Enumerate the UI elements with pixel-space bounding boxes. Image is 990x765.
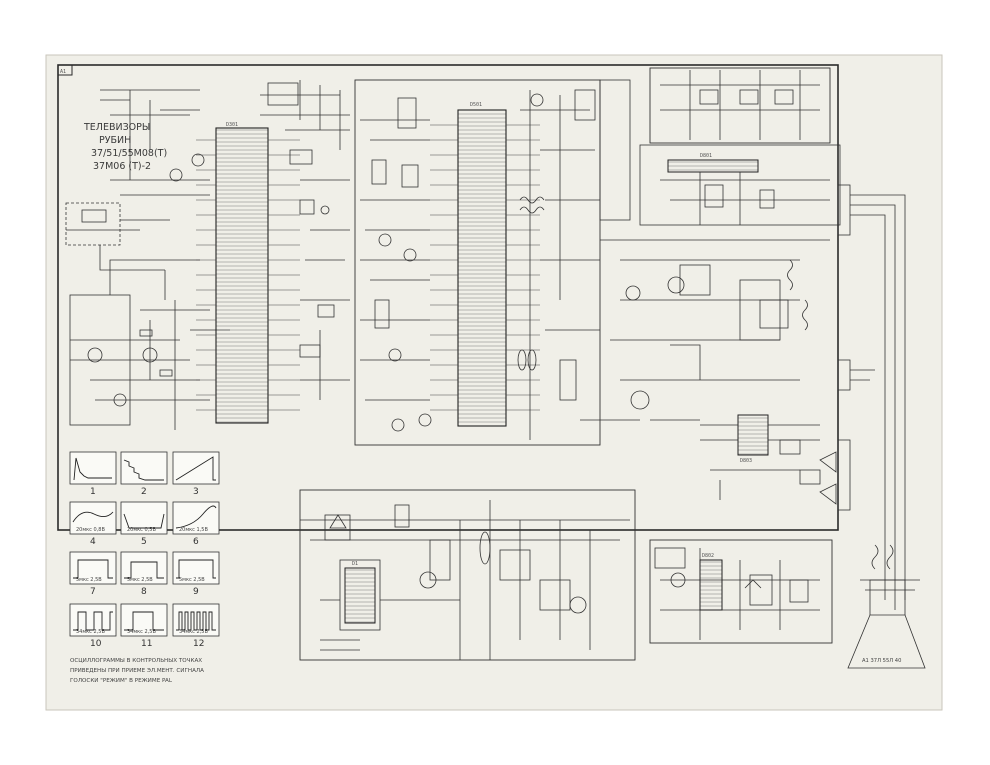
oscillogram-caption-9: 5мкс 2,5В (179, 577, 205, 583)
oscillogram-frame-11 (120, 603, 168, 637)
oscillogram-frame-8 (120, 551, 168, 585)
ic-d802: D802 (699, 553, 723, 611)
oscillogram-frame-12 (172, 603, 220, 637)
oscillogram-caption-4: 20мкс 0,8В (76, 527, 105, 533)
oscillogram-caption-11: 34мкс 2,5В (127, 629, 156, 635)
crt-tube (847, 544, 926, 669)
oscillogram-frame-1 (69, 451, 117, 485)
oscillogram-number-6: 6 (193, 537, 199, 547)
top-left-circuitry (260, 80, 350, 400)
ic-d803: D803 (737, 414, 769, 464)
oscillogram-frame-2 (120, 451, 168, 485)
oscillogram-waveform-2 (123, 459, 164, 481)
oscillogram-waveform-8 (124, 561, 164, 579)
oscillogram-waveform-1 (73, 457, 112, 481)
sheet-label: А1 (60, 69, 66, 75)
crt-label: А1 37Л 55Л 40 (862, 658, 901, 664)
oscillogram-waveform-11 (124, 611, 164, 631)
oscillogram-caption-6: 20мкс 1,5В (179, 527, 208, 533)
title-line-1: ТЕЛЕВИЗОРЫ (83, 122, 150, 133)
oscillogram-number-4: 4 (90, 537, 96, 547)
ic-d1: D1 (344, 561, 376, 624)
oscillogram-waveform-3 (175, 456, 216, 481)
oscillogram-waveform-4 (72, 511, 114, 523)
note-line-3: ГОЛОСКИ "РЕЖИМ" В РЕЖИМЕ PAL (70, 678, 173, 684)
oscillogram-frame-4 (69, 501, 117, 535)
audio-circuitry (700, 424, 821, 500)
oscillogram-number-3: 3 (193, 487, 199, 497)
ic-d301-pins (196, 139, 300, 411)
oscillogram-waveform-5 (123, 513, 165, 529)
sheet-label-box (57, 64, 73, 76)
ic-d501: D501 (457, 102, 507, 427)
right-connectors (819, 184, 906, 610)
oscillogram-waveform-12 (176, 611, 216, 631)
top-right-circuitry (599, 67, 831, 221)
title-line-2: РУБИН (99, 135, 131, 146)
oscillogram-frame-5 (120, 501, 168, 535)
oscillogram-number-10: 10 (90, 639, 102, 649)
ic-d801: D801 (667, 153, 759, 173)
oscillogram-frame-9 (172, 551, 220, 585)
oscillogram-number-9: 9 (193, 587, 199, 597)
oscillogram-waveform-10 (73, 611, 113, 631)
ic-d803-label: D803 (740, 458, 752, 464)
oscillogram-number-1: 1 (90, 487, 96, 497)
oscillogram-waveform-9 (176, 559, 216, 579)
oscillogram-number-12: 12 (193, 639, 204, 649)
sheet-border (57, 64, 839, 531)
ic-d1-label: D1 (352, 561, 358, 567)
ic-d301: D301 (215, 122, 269, 424)
power-supply (299, 489, 636, 661)
oscillogram-number-2: 2 (141, 487, 147, 497)
oscillogram-number-11: 11 (141, 639, 152, 649)
ic-d801-label: D801 (700, 153, 712, 159)
oscillogram-number-5: 5 (141, 537, 147, 547)
oscillogram-caption-10: 34мкс 2,5В (76, 629, 105, 635)
tuner-section (65, 89, 210, 300)
center-circuitry (354, 79, 601, 446)
oscillogram-waveform-7 (73, 559, 113, 579)
oscillogram-caption-12: 34мкс 2,5В (179, 629, 208, 635)
ic-d802-label: D802 (702, 553, 714, 559)
ic-d501-label: D501 (470, 102, 482, 108)
oscillogram-waveform-6 (175, 505, 217, 529)
note-line-1: ОСЦИЛЛОГРАММЫ В КОНТРОЛЬНЫХ ТОЧКАХ (70, 658, 202, 664)
oscillogram-frame-6 (172, 501, 220, 535)
title-line-3: 37/51/55М08(Т) (91, 148, 167, 159)
if-section (69, 259, 230, 430)
oscillogram-number-7: 7 (90, 587, 96, 597)
oscillogram-number-8: 8 (141, 587, 147, 597)
ic-d301-label: D301 (226, 122, 238, 128)
oscillogram-caption-5: 20мкс 0,5В (127, 527, 156, 533)
oscillogram-caption-7: 5мкс 2,5В (76, 577, 102, 583)
title-block: ТЕЛЕВИЗОРЫ РУБИН 37/51/55М08(Т) 37М06 (Т… (83, 122, 167, 172)
oscillogram-caption-8: 5мкс 2,5В (127, 577, 153, 583)
title-line-4: 37М06 (Т)-2 (93, 161, 151, 172)
note-line-2: ПРИВЕДЕНЫ ПРИ ПРИЕМЕ ЭЛ.МЕНТ. СИГНАЛА (70, 668, 204, 674)
